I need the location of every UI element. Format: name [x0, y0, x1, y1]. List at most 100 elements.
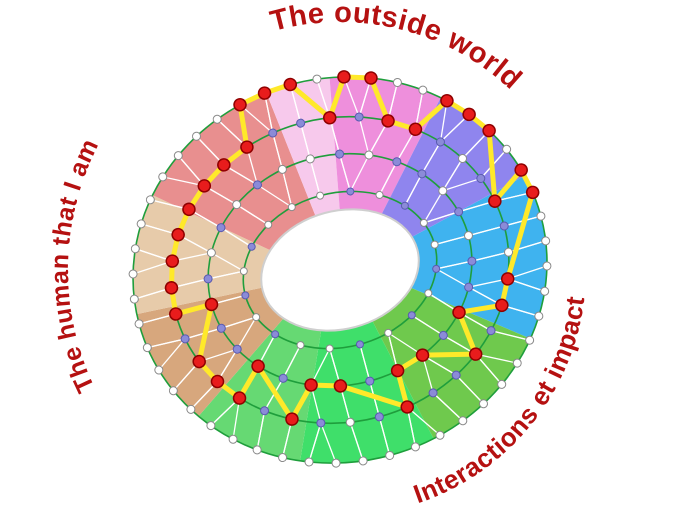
purple-node[interactable] [232, 344, 242, 354]
red-node[interactable] [364, 71, 379, 86]
red-node[interactable] [514, 163, 529, 178]
red-node[interactable] [440, 93, 455, 108]
red-node[interactable] [251, 359, 266, 374]
purple-node[interactable] [467, 256, 477, 266]
red-node[interactable] [468, 347, 483, 362]
red-node[interactable] [525, 185, 540, 200]
white-node[interactable] [424, 289, 433, 298]
white-node[interactable] [542, 261, 552, 271]
white-node[interactable] [541, 236, 551, 246]
white-node[interactable] [145, 195, 155, 205]
red-node[interactable] [164, 280, 179, 295]
white-node[interactable] [277, 164, 287, 174]
red-node[interactable] [210, 374, 225, 389]
purple-node[interactable] [335, 149, 345, 159]
white-node[interactable] [384, 328, 393, 338]
white-node[interactable] [173, 151, 183, 161]
white-node[interactable] [168, 386, 178, 396]
white-node[interactable] [305, 154, 315, 164]
purple-node[interactable] [268, 128, 278, 138]
white-node[interactable] [232, 200, 242, 210]
red-node[interactable] [452, 305, 467, 320]
purple-node[interactable] [438, 330, 448, 340]
red-node[interactable] [283, 77, 298, 92]
purple-node[interactable] [476, 173, 486, 184]
white-node[interactable] [364, 150, 374, 160]
white-node[interactable] [419, 218, 429, 228]
purple-node[interactable] [203, 274, 213, 284]
white-node[interactable] [252, 313, 261, 322]
purple-node[interactable] [180, 334, 190, 344]
red-node[interactable] [232, 391, 247, 406]
white-node[interactable] [128, 269, 138, 279]
white-node[interactable] [435, 430, 445, 440]
red-node[interactable] [165, 254, 180, 269]
red-node[interactable] [216, 158, 231, 173]
red-node[interactable] [482, 123, 497, 138]
red-node[interactable] [197, 179, 212, 194]
white-node[interactable] [142, 343, 152, 353]
purple-node[interactable] [296, 118, 306, 128]
purple-node[interactable] [241, 291, 250, 300]
sector-green-medium[interactable] [367, 261, 549, 446]
red-node[interactable] [257, 86, 272, 101]
white-node[interactable] [239, 267, 249, 276]
white-node[interactable] [296, 341, 305, 350]
purple-node[interactable] [216, 223, 226, 233]
white-node[interactable] [512, 358, 522, 368]
white-node[interactable] [534, 311, 544, 321]
red-node[interactable] [322, 110, 337, 125]
red-node[interactable] [285, 412, 300, 427]
purple-node[interactable] [432, 264, 441, 274]
white-node[interactable] [136, 219, 146, 229]
purple-node[interactable] [365, 376, 375, 386]
white-node[interactable] [129, 294, 139, 304]
white-node[interactable] [228, 434, 238, 444]
purple-node[interactable] [435, 137, 446, 147]
purple-node[interactable] [451, 370, 461, 380]
white-node[interactable] [540, 286, 550, 296]
white-node[interactable] [325, 344, 334, 353]
purple-node[interactable] [392, 157, 402, 167]
purple-node[interactable] [216, 323, 226, 333]
white-node[interactable] [192, 131, 202, 141]
white-node[interactable] [392, 77, 403, 88]
white-node[interactable] [186, 404, 196, 414]
white-node[interactable] [316, 191, 325, 200]
purple-node[interactable] [346, 187, 355, 196]
red-node[interactable] [333, 379, 348, 394]
purple-node[interactable] [464, 282, 474, 292]
white-node[interactable] [458, 153, 468, 164]
white-node[interactable] [418, 85, 428, 95]
white-node[interactable] [252, 445, 262, 455]
purple-node[interactable] [428, 388, 438, 398]
purple-node[interactable] [355, 340, 365, 349]
sector-cyan[interactable] [391, 174, 571, 365]
red-node[interactable] [304, 378, 319, 393]
white-node[interactable] [206, 248, 216, 258]
purple-node[interactable] [486, 326, 496, 336]
white-node[interactable] [206, 421, 216, 431]
white-node[interactable] [345, 417, 355, 427]
white-node[interactable] [463, 231, 474, 241]
white-node[interactable] [158, 172, 168, 182]
purple-node[interactable] [499, 221, 509, 231]
purple-node[interactable] [374, 412, 384, 422]
white-node[interactable] [504, 247, 514, 257]
white-node[interactable] [312, 74, 322, 84]
red-node[interactable] [500, 272, 515, 287]
white-node[interactable] [497, 379, 507, 389]
white-node[interactable] [264, 220, 273, 229]
white-node[interactable] [134, 319, 144, 329]
red-node[interactable] [381, 114, 396, 129]
purple-node[interactable] [454, 207, 464, 217]
red-node[interactable] [462, 107, 477, 122]
white-node[interactable] [130, 244, 140, 254]
purple-node[interactable] [316, 418, 326, 428]
white-node[interactable] [502, 144, 512, 154]
purple-node[interactable] [407, 311, 416, 320]
white-node[interactable] [430, 240, 439, 249]
red-node[interactable] [495, 298, 510, 313]
red-node[interactable] [400, 400, 415, 415]
white-node[interactable] [375, 190, 384, 200]
